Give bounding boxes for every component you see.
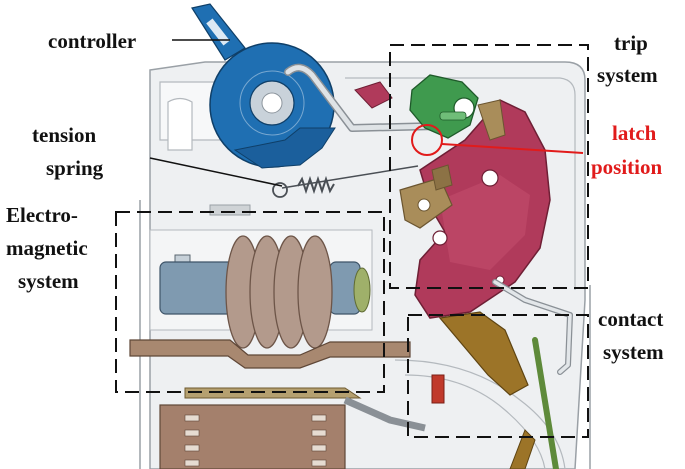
trip-system-box — [389, 44, 589, 289]
tension-spring-leader — [149, 157, 283, 187]
label-controller: controller — [48, 29, 136, 53]
label-tension-spring-line1: tension — [32, 123, 97, 147]
label-electromagnetic-line3: system — [18, 269, 79, 293]
leader-lines — [149, 39, 584, 187]
latch-position-marker — [411, 124, 443, 156]
contact-mechanism — [431, 311, 559, 469]
label-tension-spring-line2: spring — [46, 156, 104, 180]
label-latch-position-line2: position — [591, 155, 663, 179]
label-contact-system-line2: system — [603, 340, 664, 364]
electromagnetic-coil — [129, 235, 411, 369]
system-boxes — [115, 44, 589, 438]
label-electromagnetic-line2: magnetic — [6, 236, 88, 260]
label-contact-system-line1: contact — [598, 307, 663, 331]
latch-position-leader — [441, 143, 584, 154]
terminal-block — [159, 387, 426, 469]
label-electromagnetic-line1: Electro- — [6, 203, 78, 227]
label-trip-system-line2: system — [597, 63, 658, 87]
tension-spring — [272, 165, 419, 198]
contact-system-box — [407, 314, 589, 438]
controller-handle — [191, 3, 336, 169]
electromagnetic-system-box — [115, 211, 385, 393]
labels: controller tension spring Electro- magne… — [6, 29, 664, 364]
label-latch-position-line1: latch — [612, 121, 657, 145]
connecting-rod — [284, 63, 442, 132]
label-trip-system-line1: trip — [614, 31, 648, 55]
trip-mechanism — [354, 74, 573, 375]
